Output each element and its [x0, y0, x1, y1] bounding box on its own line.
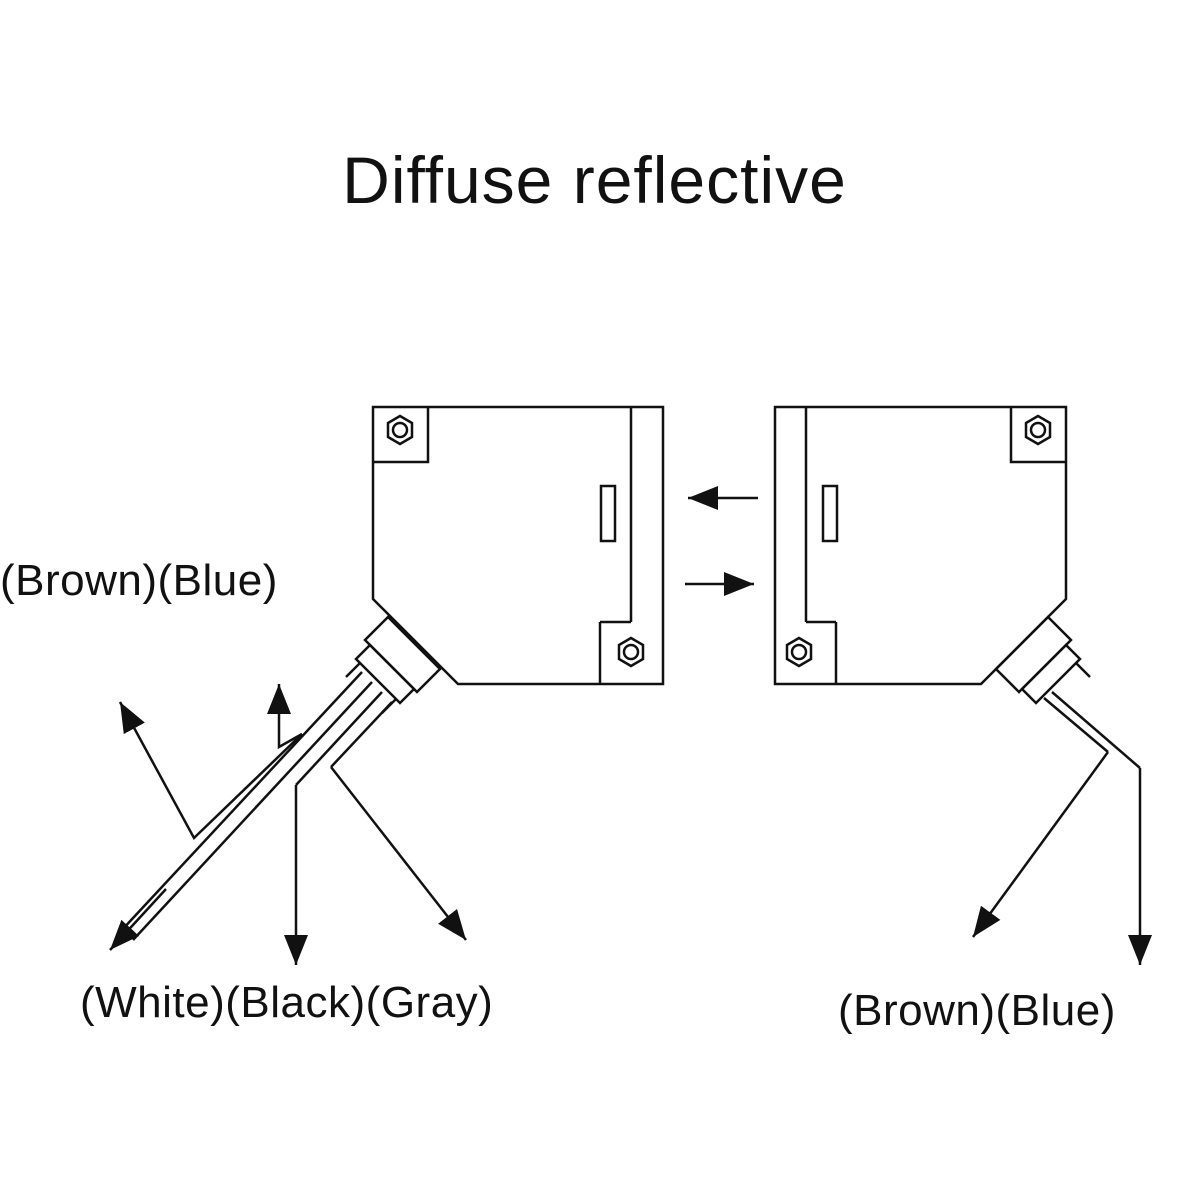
right-cable-wires [971, 691, 1152, 965]
left-wire-label-brown-blue: (Brown)(Blue) [0, 556, 278, 605]
left-wire-label-white-black-gray: (White)(Black)(Gray) [80, 978, 494, 1027]
left-sensor-screw-bottom-icon [617, 636, 645, 668]
right-cable-gland [994, 615, 1091, 705]
diagram-title: Diffuse reflective [342, 143, 847, 217]
left-sensor-body [371, 405, 665, 686]
right-wire-label-brown-blue: (Brown)(Blue) [838, 986, 1116, 1035]
left-cable-gland [345, 615, 442, 714]
left-cable-wires [109, 671, 467, 965]
left-sensor-screw-top-icon [386, 414, 414, 446]
right-sensor-screw-top-icon [1024, 414, 1052, 446]
signal-arrows [685, 486, 758, 596]
right-sensor-screw-bottom-icon [785, 636, 813, 668]
